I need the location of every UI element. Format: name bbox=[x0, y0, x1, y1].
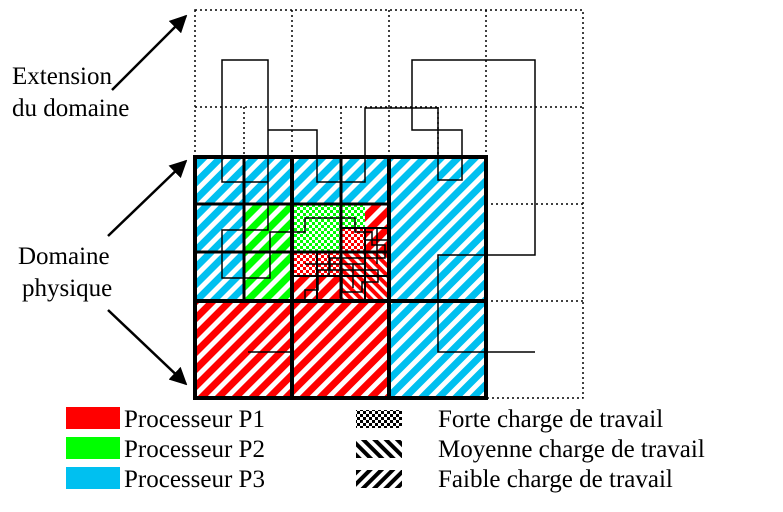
space-filling-curve bbox=[221, 59, 536, 353]
legend-pattern-high bbox=[356, 410, 402, 428]
arrow-physical-bottom bbox=[107, 309, 188, 386]
physical-label-line2: physique bbox=[22, 275, 112, 302]
legend-label-p3: Processeur P3 bbox=[124, 466, 265, 493]
legend: Processeur P1 Processeur P2 Processeur P… bbox=[66, 406, 705, 493]
legend-label-high: Forte charge de travail bbox=[438, 406, 663, 433]
physical-label-line1: Domaine bbox=[18, 243, 110, 270]
legend-swatch-p1 bbox=[66, 407, 120, 429]
arrow-extension bbox=[111, 14, 188, 91]
legend-label-p2: Processeur P2 bbox=[124, 436, 265, 463]
arrow-physical-top bbox=[107, 159, 188, 237]
legend-swatch-p2 bbox=[66, 437, 120, 459]
extension-label-line1: Extension bbox=[12, 63, 112, 90]
legend-label-low: Faible charge de travail bbox=[438, 466, 673, 493]
legend-pattern-low bbox=[356, 470, 402, 488]
legend-label-medium: Moyenne charge de travail bbox=[438, 436, 705, 463]
pointer-arrows bbox=[107, 14, 188, 386]
legend-swatch-p3 bbox=[66, 467, 120, 489]
extension-label-line2: du domaine bbox=[12, 95, 129, 122]
legend-pattern-medium bbox=[356, 440, 402, 458]
legend-label-p1: Processeur P1 bbox=[124, 406, 265, 433]
